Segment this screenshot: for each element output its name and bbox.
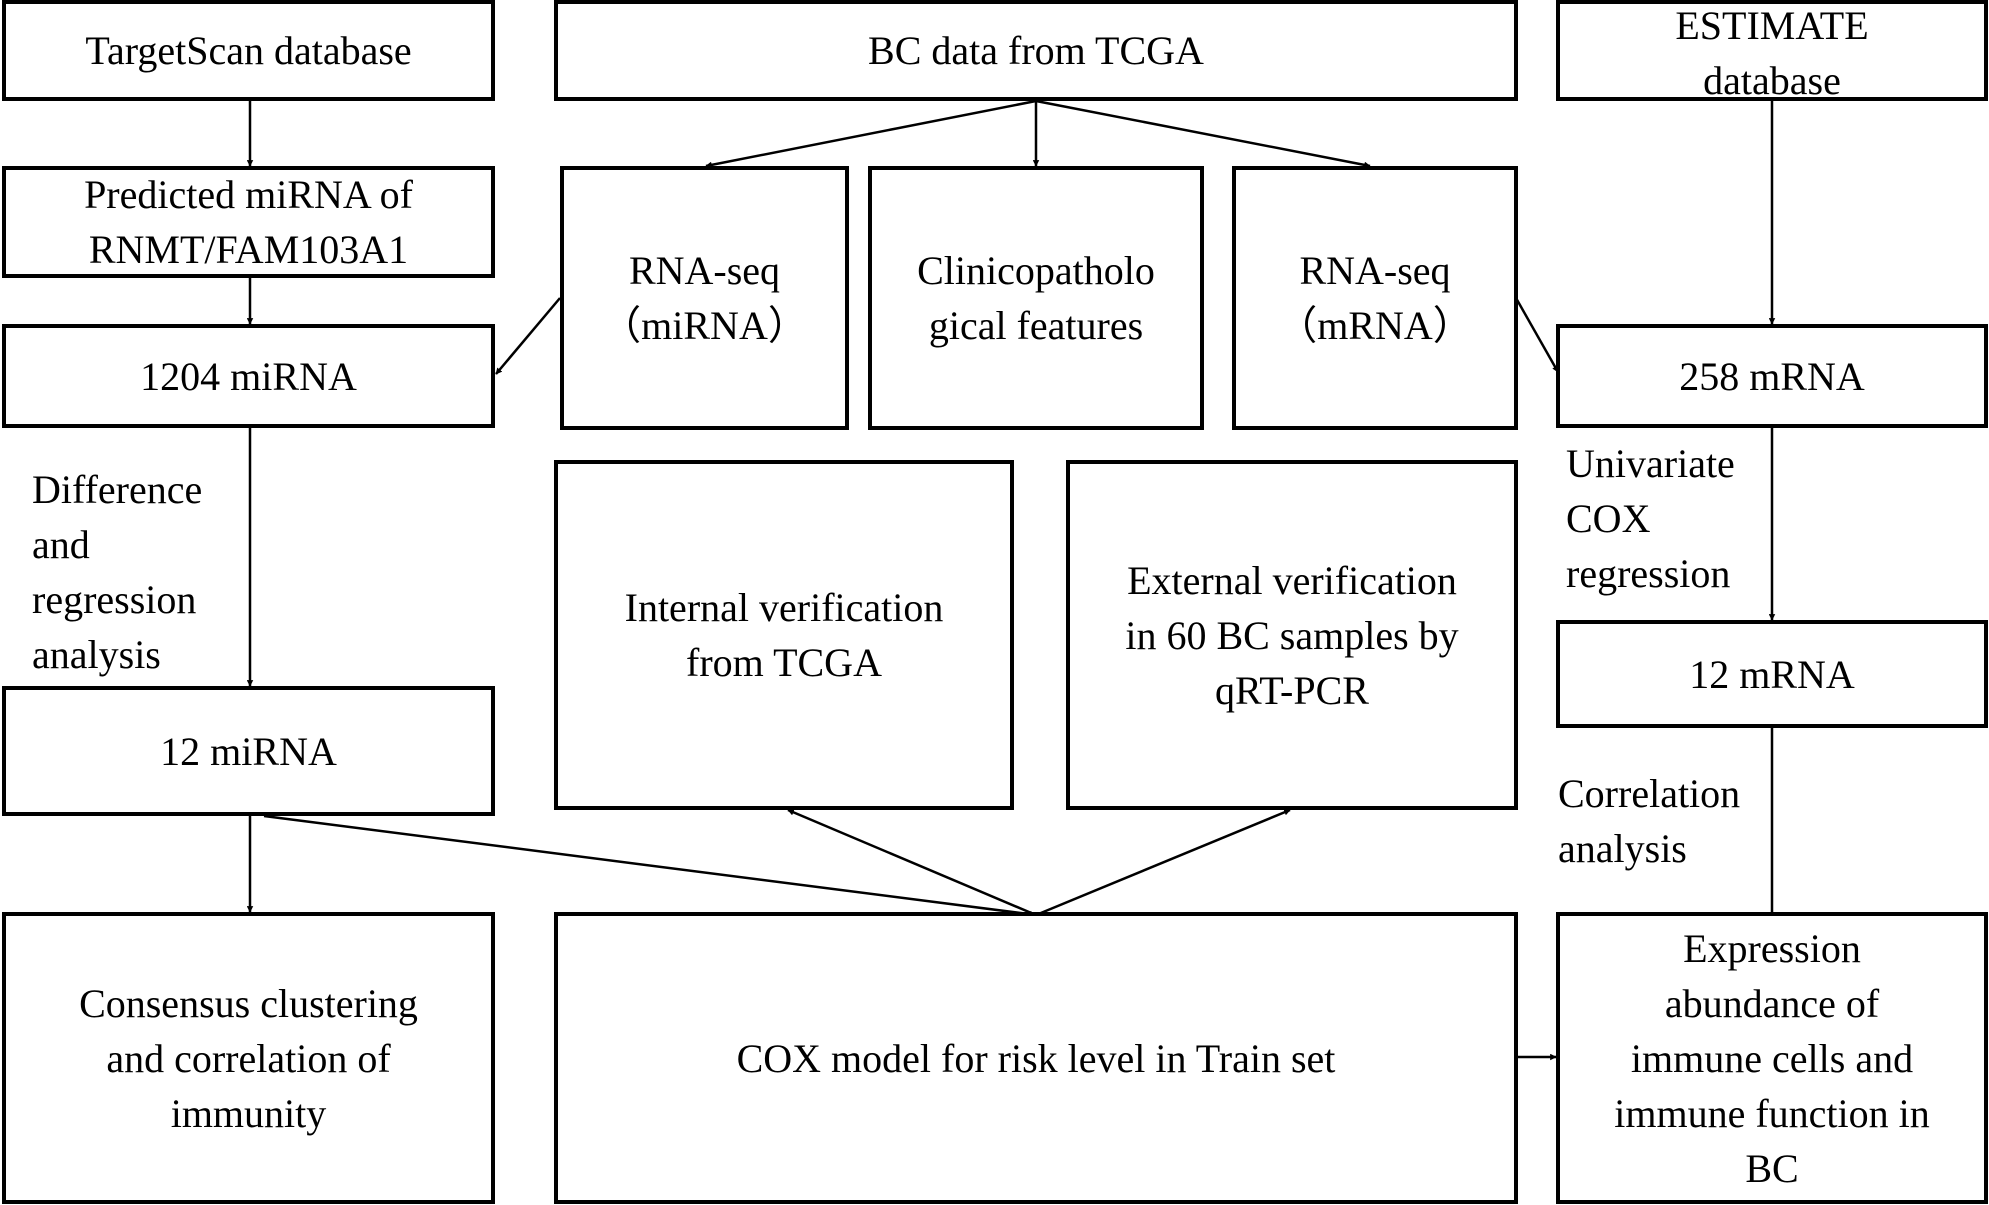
- edge-label-text: Univariate: [1566, 441, 1735, 486]
- edge-label-text: COX: [1566, 496, 1651, 541]
- node-text: COX model for risk level in Train set: [736, 1035, 1336, 1081]
- consensus-clustering-box: Consensus clustering and correlation of …: [2, 912, 495, 1204]
- node-text: 258 mRNA: [1679, 353, 1865, 399]
- mrna-258-box: 258 mRNA: [1556, 324, 1988, 428]
- node-text: in 60 BC samples by: [1125, 612, 1459, 658]
- clinicopathological-features-box: Clinicopatholo gical features: [868, 166, 1204, 430]
- node-text: 12 miRNA: [160, 728, 337, 774]
- node-text: ESTIMATE: [1675, 3, 1869, 48]
- node-text: and correlation of: [106, 1035, 391, 1081]
- correlation-analysis-label: Correlation analysis: [1558, 766, 1740, 876]
- targetscan-database-box: TargetScan database: [2, 0, 495, 101]
- node-text: immunity: [170, 1090, 327, 1136]
- node-text: RNA-seq: [628, 248, 781, 293]
- rnaseq-mrna-box: RNA-seq （mRNA）: [1232, 166, 1518, 430]
- mirna-12-box: 12 miRNA: [2, 686, 495, 816]
- internal-verification-box: Internal verification from TCGA: [554, 460, 1014, 810]
- node-text: Predicted miRNA of: [84, 172, 413, 217]
- edge-label-text: regression: [32, 577, 197, 622]
- arrow-rnaseq-mrna-to-258-mrna: [1514, 297, 1560, 373]
- node-text: TargetScan database: [85, 28, 412, 73]
- mrna-12-box: 12 mRNA: [1556, 620, 1988, 728]
- edge-label-text: analysis: [32, 632, 161, 677]
- edge-label-text: Difference: [32, 467, 203, 512]
- node-text: （mRNA）: [1277, 303, 1473, 348]
- univariate-cox-label: Univariate COX regression: [1566, 436, 1735, 601]
- edge-label-text: analysis: [1558, 826, 1687, 871]
- node-text: database: [1703, 58, 1841, 103]
- edge-label-text: Correlation: [1558, 771, 1741, 816]
- node-text: immune function in: [1614, 1090, 1930, 1136]
- node-text: gical features: [928, 303, 1144, 348]
- external-verification-box: External verification in 60 BC samples b…: [1066, 460, 1518, 810]
- node-text: External verification: [1127, 557, 1457, 603]
- node-text: Consensus clustering: [79, 980, 418, 1026]
- arrow-cox-model-internal: [787, 808, 1037, 917]
- edge-label-text: regression: [1566, 551, 1731, 596]
- node-text: （miRNA）: [601, 303, 808, 348]
- arrow-rnaseq-mirna-to-1204-mirna: [495, 297, 561, 375]
- node-text: 12 mRNA: [1689, 651, 1855, 697]
- node-text: BC: [1745, 1145, 1799, 1191]
- node-text: BC data from TCGA: [868, 28, 1204, 73]
- cox-model-box: COX model for risk level in Train set: [554, 912, 1518, 1204]
- node-text: abundance of: [1664, 980, 1880, 1026]
- node-text: Clinicopatholo: [917, 248, 1155, 293]
- immune-expression-box: Expression abundance of immune cells and…: [1556, 912, 1988, 1204]
- node-text: qRT-PCR: [1215, 667, 1369, 713]
- arrow-cox-model-external: [1035, 808, 1291, 917]
- tcga-data-box: BC data from TCGA: [554, 0, 1518, 101]
- estimate-database-box: ESTIMATE database: [1556, 0, 1988, 103]
- node-text: RNMT/FAM103A1: [88, 227, 409, 272]
- predicted-mirna-box: Predicted miRNA of RNMT/FAM103A1: [2, 166, 495, 278]
- difference-regression-label: Difference and regression analysis: [32, 462, 202, 682]
- node-text: Expression: [1683, 925, 1861, 971]
- node-text: from TCGA: [686, 640, 882, 685]
- arrow-12-mirna-to-cox-model: [263, 814, 1037, 918]
- edge-label-text: and: [32, 522, 90, 567]
- node-text: Internal verification: [624, 585, 944, 630]
- mirna-1204-box: 1204 miRNA: [2, 324, 495, 428]
- node-text: 1204 miRNA: [140, 353, 357, 399]
- node-text: RNA-seq: [1299, 248, 1451, 293]
- node-text: immune cells and: [1630, 1035, 1914, 1081]
- arrow-tcga-to-rnaseq-mrna: [1035, 99, 1371, 169]
- arrow-tcga-to-rnaseq-mirna: [705, 99, 1037, 169]
- rnaseq-mirna-box: RNA-seq （miRNA）: [560, 166, 849, 430]
